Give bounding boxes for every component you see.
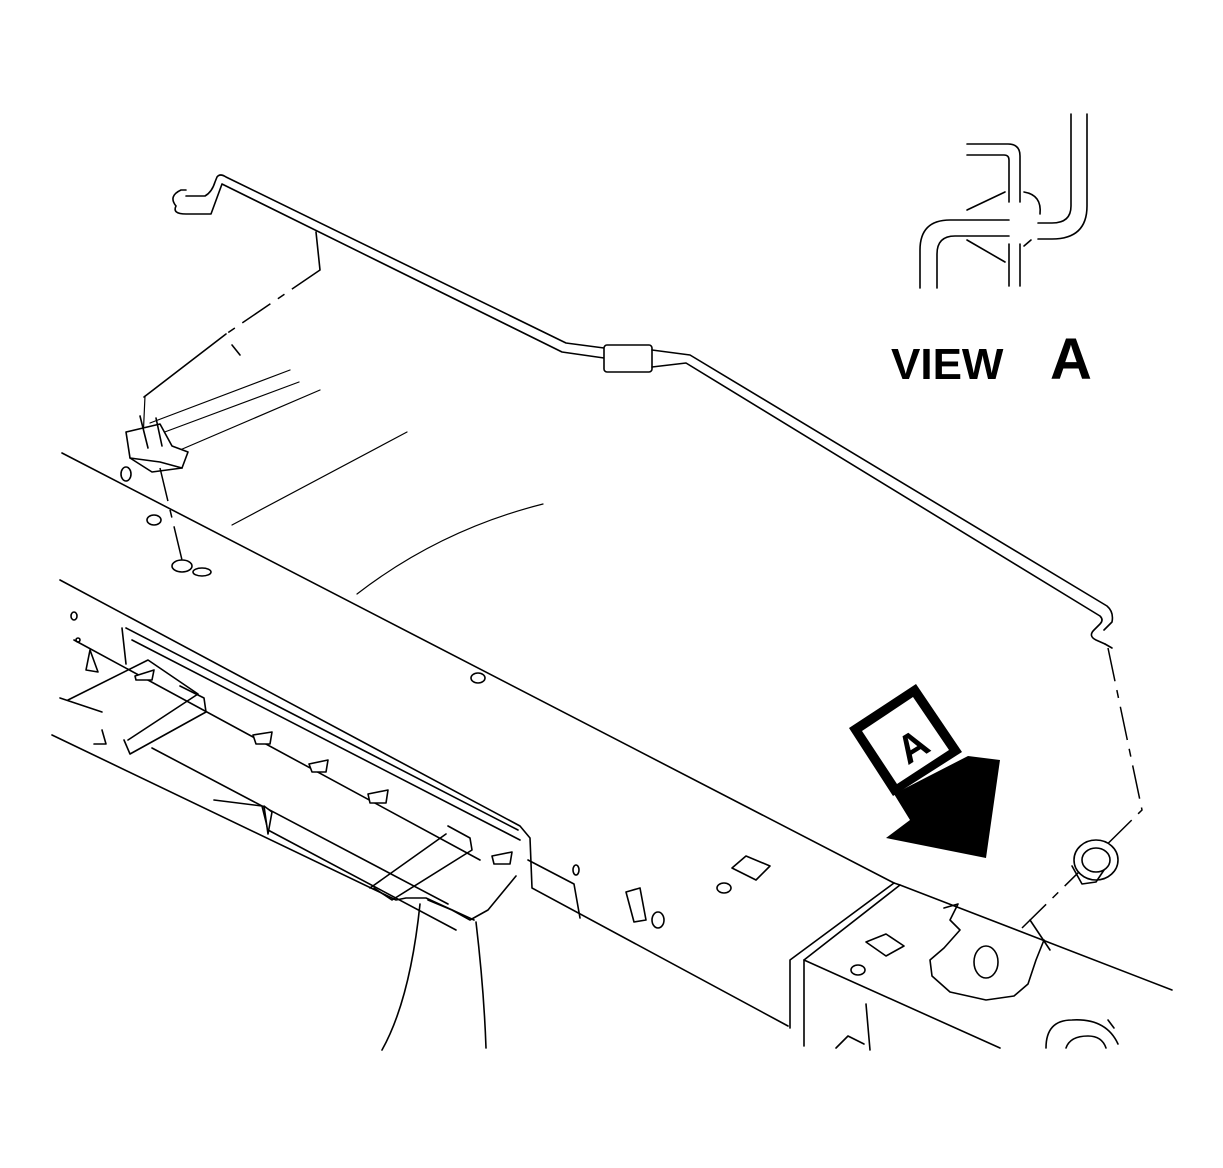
view-label-word: VIEW — [891, 340, 1004, 389]
left-clip — [125, 415, 212, 577]
view-label-letter: A — [1050, 327, 1092, 392]
support-rod — [172, 174, 1114, 649]
view-a-callout: A — [849, 684, 1000, 858]
frame-rails — [51, 579, 789, 1051]
panel-cover — [61, 231, 895, 884]
crossmember — [789, 882, 1173, 1051]
view-a-detail: VIEW A — [891, 113, 1092, 392]
right-fastener — [1021, 647, 1143, 929]
